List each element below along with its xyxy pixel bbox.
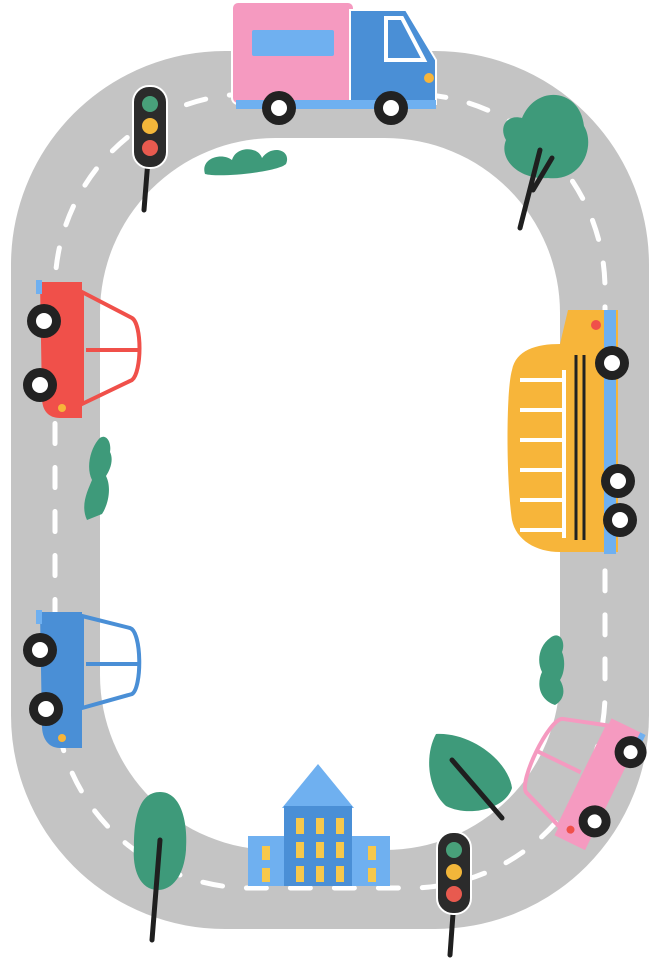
- bush: [539, 635, 565, 705]
- pink-car: [523, 716, 647, 851]
- road-center-cutout: [100, 138, 560, 850]
- tree: [133, 792, 187, 943]
- city-building: [248, 764, 390, 886]
- tree: [503, 94, 589, 231]
- traffic-light: [436, 831, 472, 958]
- bush: [204, 149, 288, 176]
- tree: [429, 733, 512, 821]
- road-loop: [9, 49, 651, 931]
- bush: [84, 436, 112, 520]
- delivery-truck: [231, 1, 437, 125]
- school-bus: [507, 310, 637, 554]
- traffic-light: [132, 85, 168, 213]
- red-car: [23, 280, 142, 418]
- lane-markings: [52, 91, 608, 891]
- blue-car: [23, 610, 142, 748]
